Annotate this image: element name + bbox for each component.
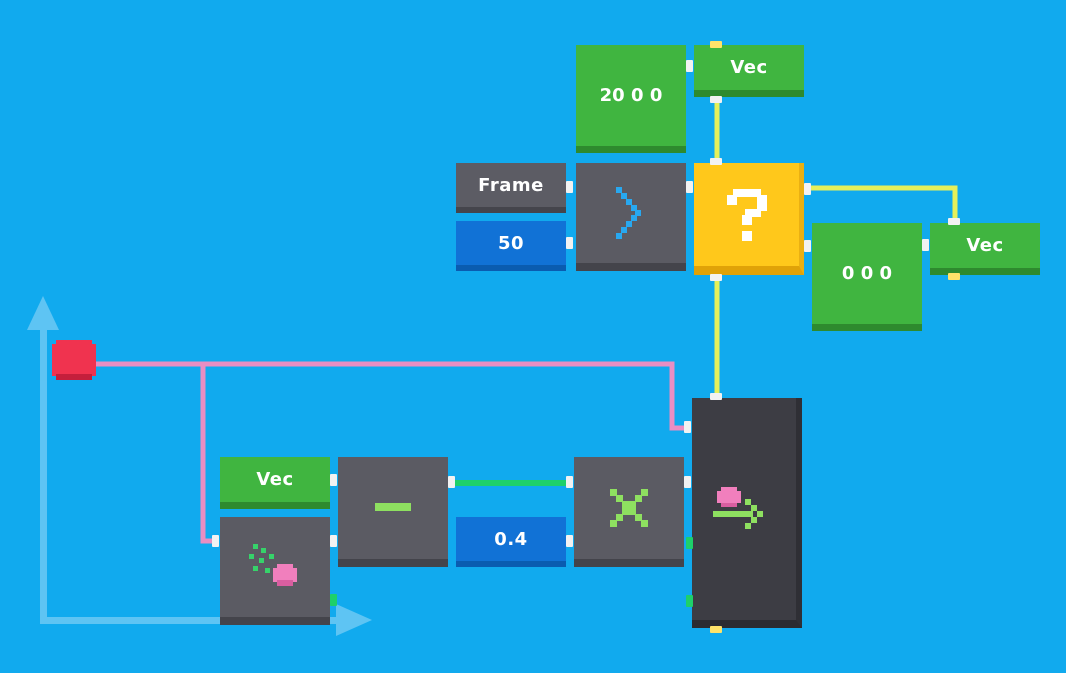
input-port[interactable] xyxy=(686,537,693,549)
input-port[interactable] xyxy=(684,421,691,433)
vec-node-bottom[interactable]: Vec xyxy=(220,457,330,509)
output-port[interactable] xyxy=(710,626,722,633)
input-port[interactable] xyxy=(922,239,929,251)
frame-node[interactable]: Frame xyxy=(456,163,566,213)
input-port[interactable] xyxy=(566,535,573,547)
question-mark-icon xyxy=(726,188,767,241)
greater-than-icon xyxy=(616,187,641,239)
output-port[interactable] xyxy=(710,41,722,48)
number-node-50[interactable]: 50 xyxy=(456,221,566,271)
input-port[interactable] xyxy=(710,393,722,400)
output-port[interactable] xyxy=(948,218,960,225)
position-node[interactable] xyxy=(220,517,330,625)
output-port[interactable] xyxy=(948,273,960,280)
input-port[interactable] xyxy=(330,535,337,547)
vector-y-value: 0 xyxy=(631,84,644,106)
minus-icon xyxy=(375,503,411,511)
multiply-node[interactable] xyxy=(574,457,684,567)
subtract-node[interactable] xyxy=(338,457,448,567)
vector-x-value: 0 xyxy=(841,262,855,284)
target-cube-icon[interactable] xyxy=(52,340,96,380)
vec-label: Vec xyxy=(256,469,294,490)
if-node[interactable] xyxy=(694,163,804,275)
number-value: 0.4 xyxy=(494,528,528,550)
output-port[interactable] xyxy=(330,594,337,606)
output-port[interactable] xyxy=(710,96,722,103)
input-port[interactable] xyxy=(566,476,573,488)
frame-label: Frame xyxy=(478,174,544,196)
input-port[interactable] xyxy=(710,158,722,165)
number-node-0-4[interactable]: 0.4 xyxy=(456,517,566,567)
input-port[interactable] xyxy=(330,474,337,486)
pixel-ball-icon xyxy=(249,544,297,586)
vector-z-value: 0 xyxy=(879,262,893,284)
output-port[interactable] xyxy=(804,183,811,195)
vector-y-value: 0 xyxy=(860,262,874,284)
vec-label: Vec xyxy=(730,57,768,78)
input-port[interactable] xyxy=(686,60,693,72)
move-to-node[interactable] xyxy=(692,398,802,628)
number-value: 50 xyxy=(497,232,525,254)
input-port[interactable] xyxy=(212,535,219,547)
input-port[interactable] xyxy=(686,181,693,193)
multiply-icon xyxy=(610,489,648,527)
output-port[interactable] xyxy=(448,476,455,488)
input-port[interactable] xyxy=(686,595,693,607)
vec-node-right[interactable]: Vec xyxy=(930,223,1040,275)
vector-x-value: 20 xyxy=(599,84,625,106)
vector-node-20-0-0[interactable]: 20 0 0 xyxy=(576,45,686,153)
input-port[interactable] xyxy=(566,237,573,249)
vector-z-value: 0 xyxy=(649,84,663,106)
output-port[interactable] xyxy=(710,274,722,281)
vector-node-0-0-0[interactable]: 0 0 0 xyxy=(812,223,922,331)
output-port[interactable] xyxy=(684,476,691,488)
vec-node-top[interactable]: Vec xyxy=(694,45,804,97)
input-port[interactable] xyxy=(566,181,573,193)
greater-than-node[interactable] xyxy=(576,163,686,271)
move-to-icon xyxy=(713,487,763,529)
vec-label: Vec xyxy=(966,235,1004,256)
output-port[interactable] xyxy=(804,240,811,252)
